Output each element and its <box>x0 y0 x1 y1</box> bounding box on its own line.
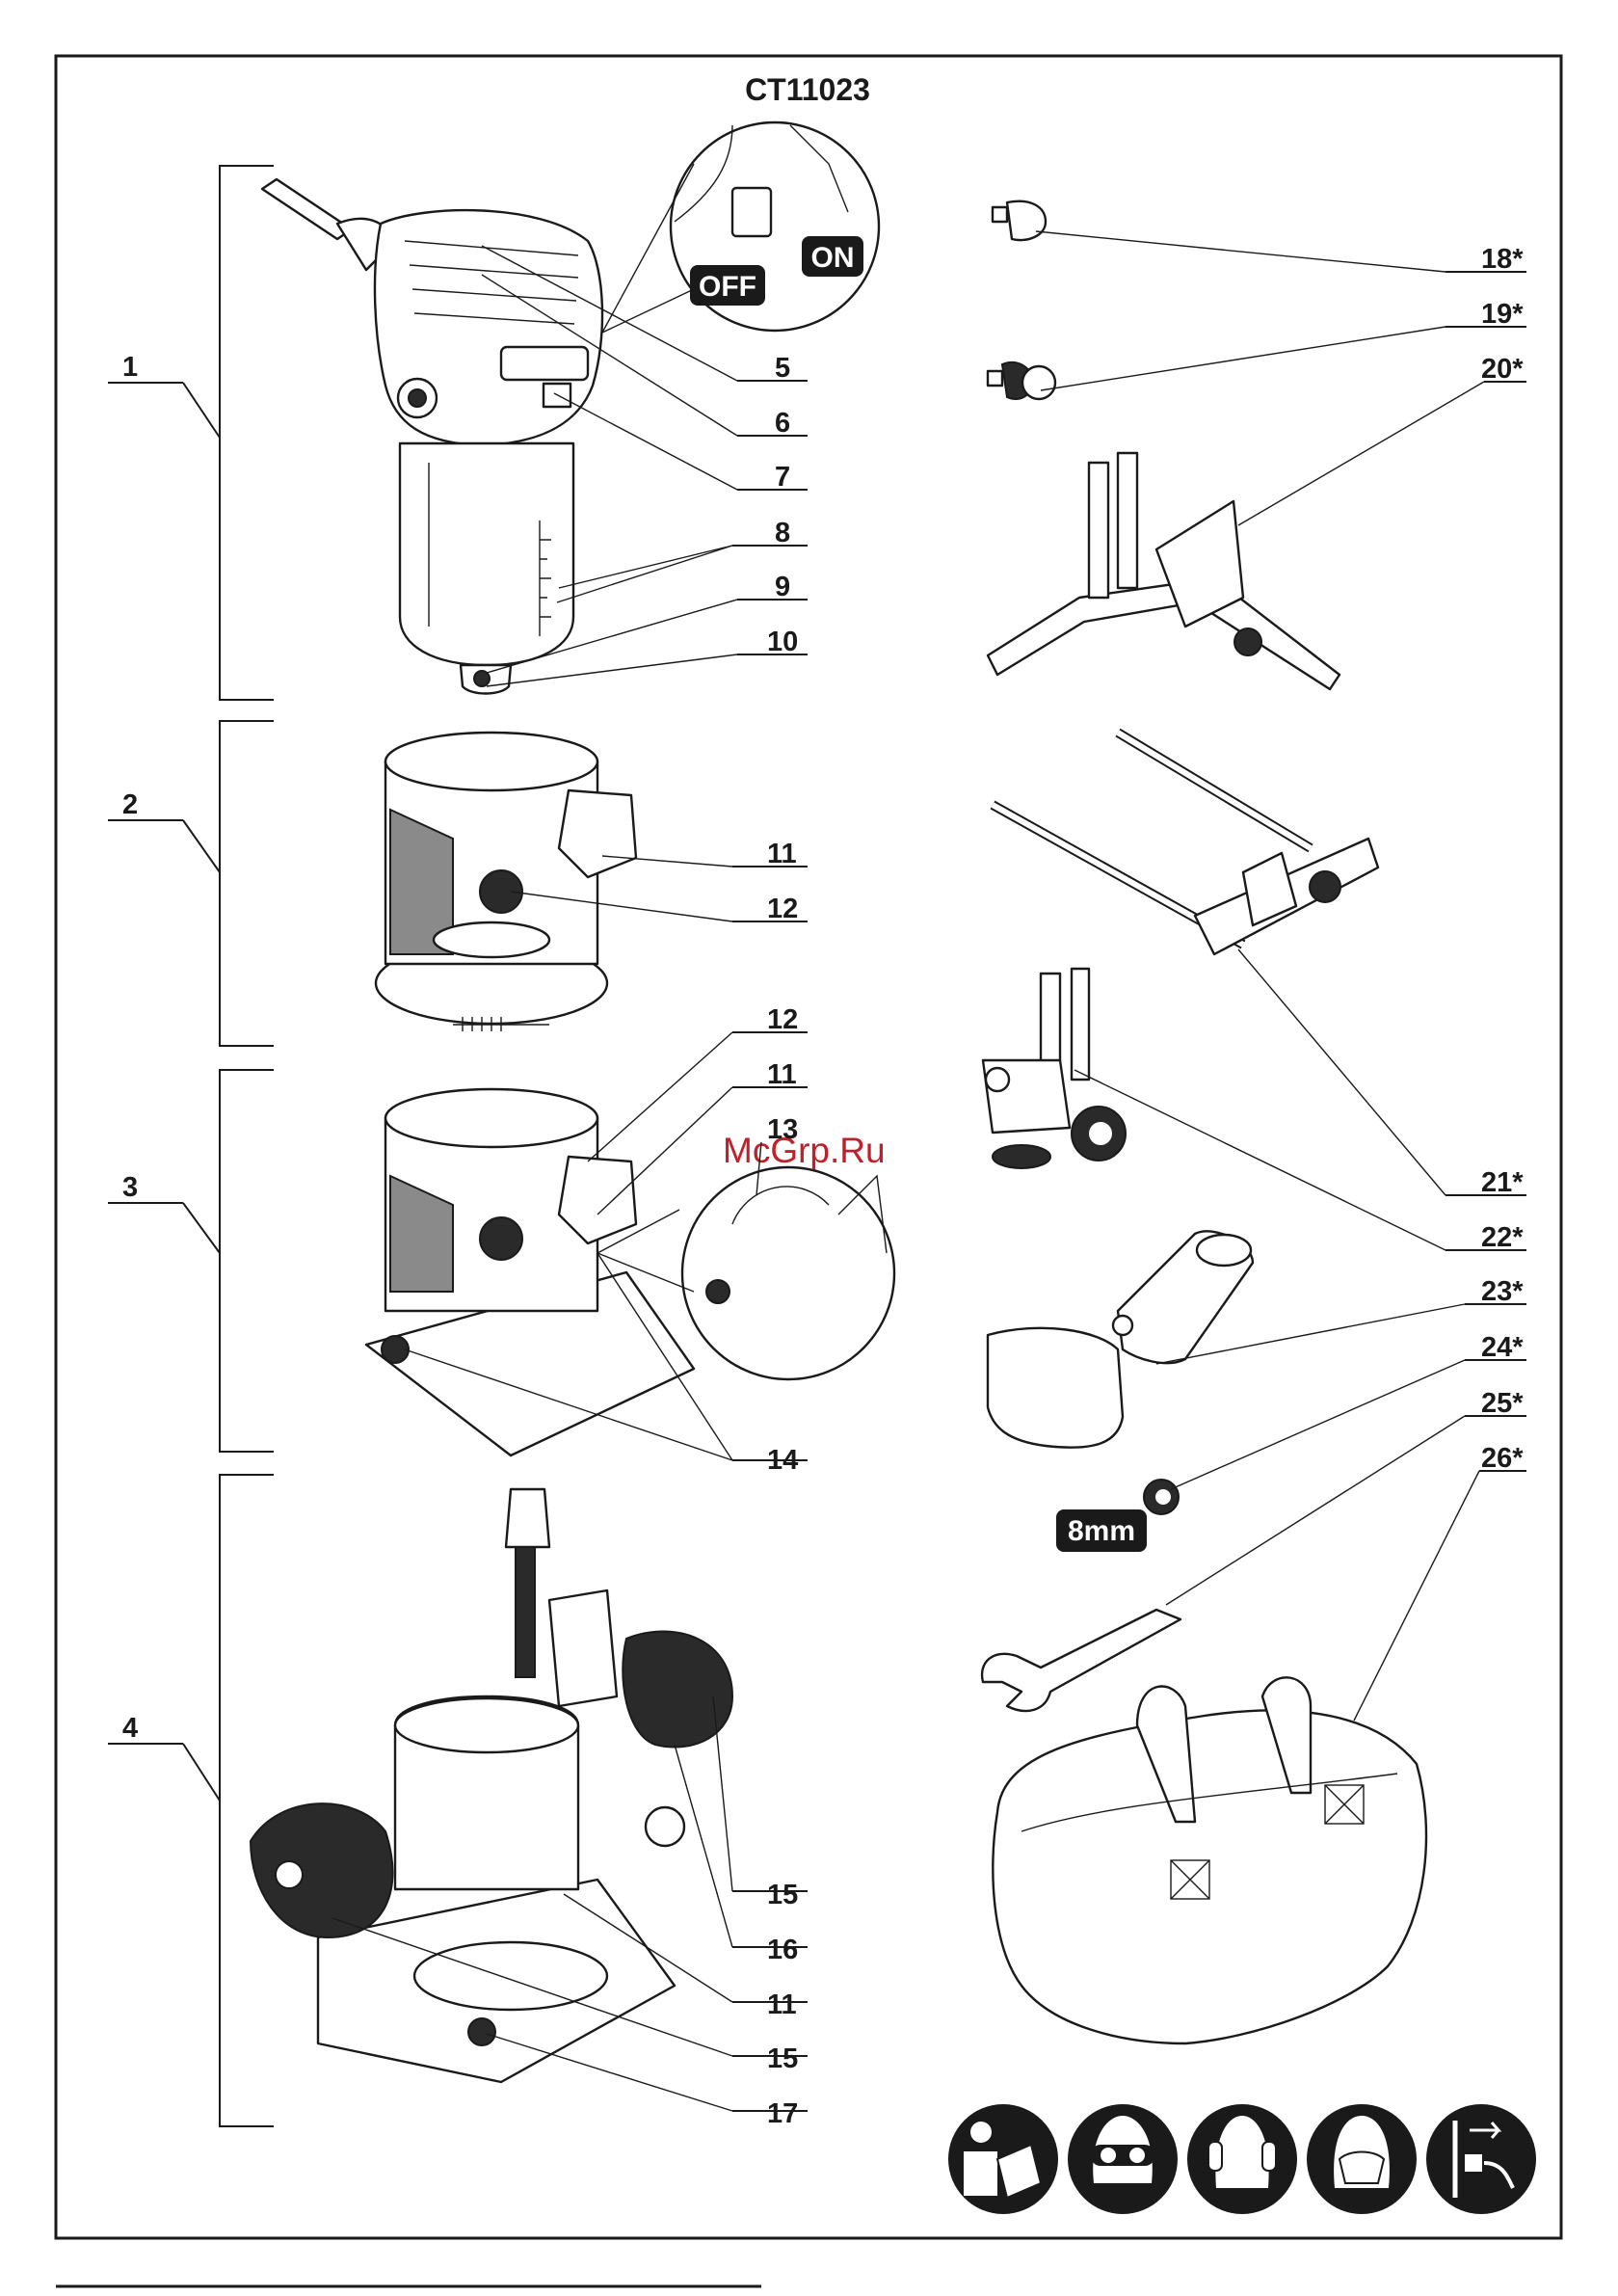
fixed-base <box>376 733 636 1031</box>
group-label-3: 3 <box>122 1172 138 1203</box>
off-label: OFF <box>699 271 756 303</box>
part-label-25: 25* <box>1481 1388 1524 1419</box>
part-label-20: 20* <box>1481 354 1524 385</box>
nut-size-label: 8mm <box>1068 1515 1135 1547</box>
part-label-23: 23* <box>1481 1276 1524 1307</box>
part-label-12a: 12 <box>767 894 798 924</box>
leaders-accessories <box>1036 231 1526 1721</box>
group-label-1: 1 <box>122 352 138 383</box>
group-brackets <box>108 166 274 2126</box>
router-motor-unit <box>262 179 602 694</box>
part-label-13: 13 <box>767 1114 798 1145</box>
part-label-19: 19* <box>1481 299 1524 330</box>
part-label-11a: 11 <box>767 839 797 869</box>
part-label-11c: 11 <box>767 1989 797 2020</box>
on-label: ON <box>811 242 855 274</box>
part-label-7: 7 <box>775 462 790 493</box>
part-label-26: 26* <box>1481 1443 1524 1474</box>
part-label-16: 16 <box>767 1935 798 1965</box>
part-label-6: 6 <box>775 408 790 439</box>
part-label-22: 22* <box>1481 1222 1524 1253</box>
part-label-24: 24* <box>1481 1332 1524 1363</box>
part-label-18: 18* <box>1481 244 1524 275</box>
model-title: CT11023 <box>745 72 870 107</box>
part-label-15a: 15 <box>767 1880 798 1910</box>
part-label-5: 5 <box>775 353 790 384</box>
part-label-8: 8 <box>775 518 790 548</box>
unplug-icon <box>1426 2104 1536 2214</box>
group-label-4: 4 <box>122 1713 138 1744</box>
part-label-12b: 12 <box>767 1004 798 1035</box>
accessory-parts <box>982 201 1426 2043</box>
plunge-base <box>251 1489 732 2082</box>
ear-protection-icon <box>1187 2104 1297 2214</box>
part-label-9: 9 <box>775 572 790 602</box>
part-label-15b: 15 <box>767 2043 798 2074</box>
safety-goggles-icon <box>1068 2104 1178 2214</box>
part-label-21: 21* <box>1481 1167 1524 1198</box>
part-label-14: 14 <box>767 1445 798 1476</box>
dust-mask-icon <box>1307 2104 1417 2214</box>
part-label-11b: 11 <box>767 1059 797 1090</box>
part-label-10: 10 <box>767 627 798 657</box>
group-label-2: 2 <box>122 789 138 820</box>
part-label-17: 17 <box>767 2098 798 2129</box>
watermark: McGrp.Ru <box>723 1131 886 1170</box>
read-manual-icon <box>948 2104 1058 2214</box>
